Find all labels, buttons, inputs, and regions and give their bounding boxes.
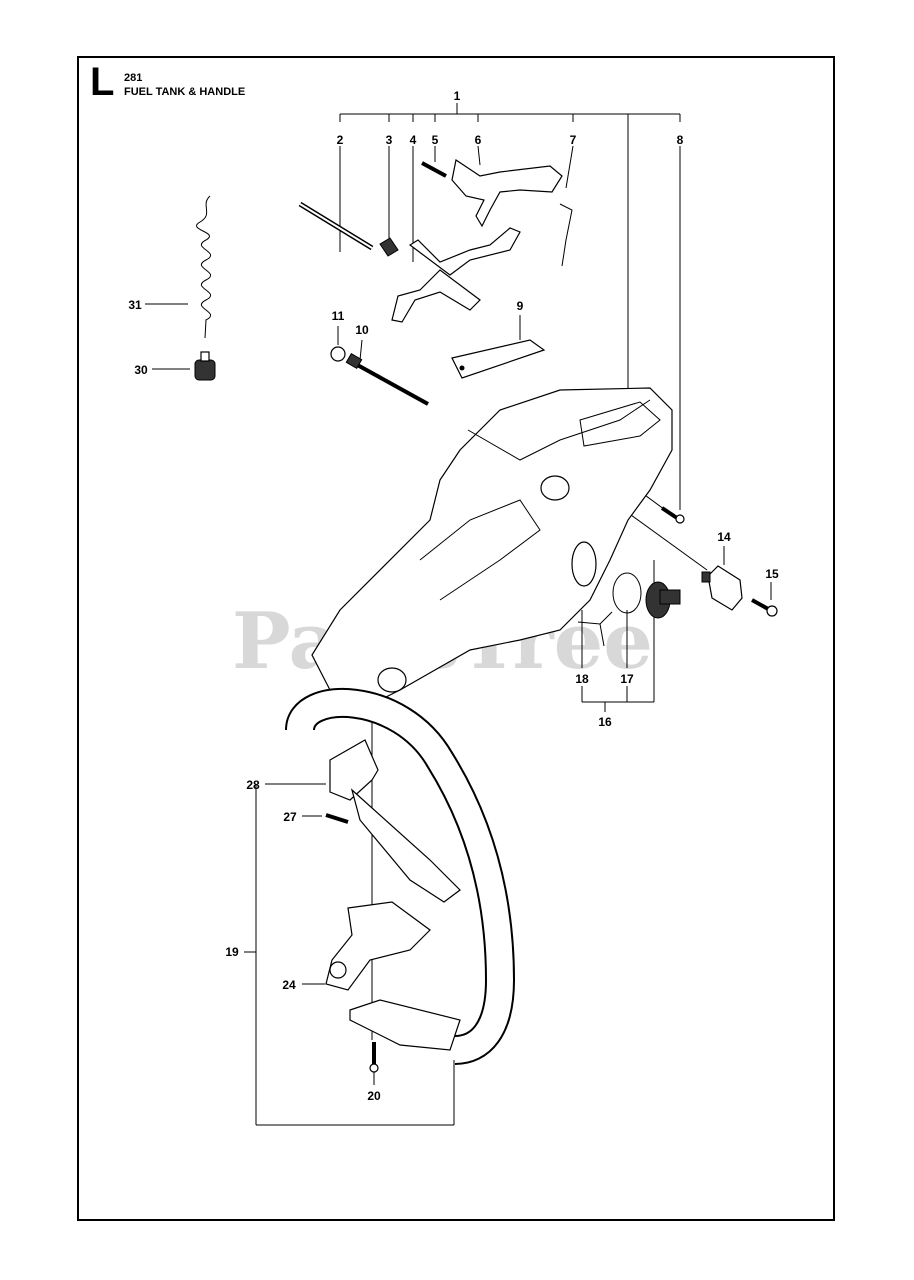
retainer-part-18 (577, 611, 613, 647)
screw-part-8 (660, 506, 685, 524)
callout-2: 2 (337, 133, 344, 147)
callout-17: 17 (620, 672, 634, 686)
callout-15: 15 (765, 567, 779, 581)
callout-28: 28 (246, 778, 260, 792)
callout-18: 18 (575, 672, 589, 686)
callout-31: 31 (128, 298, 142, 312)
callout-16: 16 (598, 715, 612, 729)
spring-part-7 (559, 203, 573, 267)
callout-30: 30 (134, 363, 148, 377)
spring-part-3 (379, 237, 399, 257)
bracket-part-24 (325, 901, 431, 991)
callout-10: 10 (355, 323, 369, 337)
callout-5: 5 (432, 133, 439, 147)
screw-part-15 (751, 598, 778, 617)
throttle-lockout-part-6 (451, 159, 563, 228)
callout-labels: 1 2 3 4 5 6 7 8 9 10 11 14 15 16 17 18 1… (128, 89, 779, 1103)
throttle-trigger-part-4 (391, 227, 521, 323)
callout-7: 7 (570, 133, 577, 147)
callout-27: 27 (283, 810, 297, 824)
pin-part-5 (421, 161, 447, 178)
fuel-filter-part-30 (194, 351, 216, 381)
callout-9: 9 (517, 299, 524, 313)
screw-part-20 (369, 1042, 379, 1073)
section-title: FUEL TANK & HANDLE (124, 86, 246, 98)
callout-20: 20 (367, 1089, 381, 1103)
callout-4: 4 (410, 133, 417, 147)
callout-bracket-1 (339, 103, 681, 390)
plate-part-9 (451, 339, 546, 379)
screw-part-10 (345, 352, 429, 406)
damper-part-14 (701, 565, 743, 611)
fuel-hose-part-31 (196, 195, 212, 339)
fuel-tank-body (311, 387, 673, 701)
section-number: 281 (124, 72, 143, 84)
screw-part-27 (325, 813, 349, 824)
callout-8: 8 (677, 133, 684, 147)
callout-24: 24 (282, 978, 296, 992)
front-handle-part-19 (285, 688, 516, 1065)
section-letter: L (90, 60, 115, 104)
callout-14: 14 (717, 530, 731, 544)
callout-19: 19 (225, 945, 239, 959)
callout-3: 3 (386, 133, 393, 147)
nut-part-11 (330, 346, 346, 362)
fuel-cap-part-17 (612, 572, 681, 619)
callout-1: 1 (454, 89, 461, 103)
diagram-frame (77, 56, 835, 1221)
pin-part-2 (298, 201, 374, 251)
callout-11: 11 (332, 309, 345, 323)
callout-6: 6 (475, 133, 482, 147)
